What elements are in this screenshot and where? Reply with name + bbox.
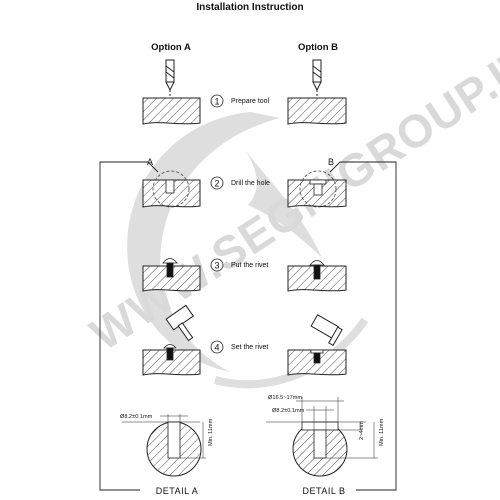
detail-b-label: DETAIL B	[302, 486, 345, 496]
step-1-label: Prepare tool	[231, 98, 270, 105]
workpiece-block	[142, 97, 201, 125]
detail-a-marker: A	[147, 157, 153, 167]
detail-b-min-depth: Min. 11mm	[379, 418, 385, 446]
detail-b-hole	[313, 429, 327, 459]
step-3-number-circle	[210, 258, 224, 272]
detail-a-hole	[167, 421, 181, 459]
workpiece-block	[142, 179, 201, 208]
detail-a-label: DETAIL A	[156, 486, 199, 496]
hammer-icon	[310, 314, 343, 346]
page-title: Installation Instruction	[196, 2, 303, 13]
rivet-icon	[309, 260, 325, 280]
step-3-label: Put the rivet	[231, 262, 268, 269]
step-3-number: 3	[214, 261, 219, 271]
rivet-icon	[310, 349, 324, 364]
option-b-heading: Option B	[298, 42, 338, 53]
workpiece-block	[287, 97, 347, 125]
detail-a-min-depth: Min. 11mm	[208, 418, 214, 446]
hammer-icon	[165, 304, 194, 342]
detail-b-counterbore-diameter: Ø16.5~17mm	[268, 395, 302, 401]
step-2-number-circle	[210, 176, 224, 190]
drill-bit-icon	[312, 59, 322, 96]
drilled-hole	[165, 179, 175, 194]
detail-b: Ø16.5~17mm Ø8.2±0.1mm 2~4mm Min. 11mm DE…	[266, 395, 385, 496]
step-4: 4 Set the rivet	[210, 340, 268, 354]
step-1-number: 1	[214, 97, 219, 107]
watermark-swoosh	[127, 112, 280, 372]
detail-a-callout-circle	[152, 170, 190, 208]
detail-b-leader-frame	[329, 161, 397, 491]
step-4-number-circle	[210, 340, 224, 354]
workpiece-block	[142, 265, 201, 292]
detail-b-hole-diameter: Ø8.2±0.1mm	[272, 408, 305, 414]
step-4-label: Set the rivet	[231, 344, 268, 351]
workpiece-block	[142, 349, 201, 376]
step-2-label: Drill the hole	[231, 180, 270, 187]
watermark-arc	[213, 317, 369, 389]
step-3: 3 Put the rivet	[210, 258, 268, 272]
detail-a-leader-frame	[99, 161, 159, 491]
watermark-horn	[245, 150, 322, 258]
option-a-heading: Option A	[151, 42, 191, 53]
detail-b-counterbore-depth: 2~4mm	[359, 421, 365, 440]
rivet-icon	[162, 258, 178, 278]
detail-b-counterbore	[301, 421, 339, 431]
detail-a-hole-diameter: Ø8.2±0.1mm	[120, 414, 153, 420]
detail-a: Ø8.2±0.1mm Min. 11mm DETAIL A	[120, 414, 214, 496]
step-2: 2 Drill the hole	[210, 176, 270, 190]
step-1: 1 Prepare tool	[210, 94, 270, 108]
step-2-number: 2	[214, 179, 219, 189]
watermark: WWW.SEGNIGROUP.IT	[81, 35, 500, 389]
detail-b-marker: B	[328, 157, 334, 167]
detail-b-callout-circle	[299, 170, 337, 208]
step-1-number-circle	[210, 94, 224, 108]
counterbore	[309, 179, 327, 185]
drill-bit-icon	[165, 59, 175, 96]
step-4-number: 4	[214, 343, 219, 353]
drilled-hole	[313, 183, 323, 196]
rivet-icon	[163, 344, 177, 361]
